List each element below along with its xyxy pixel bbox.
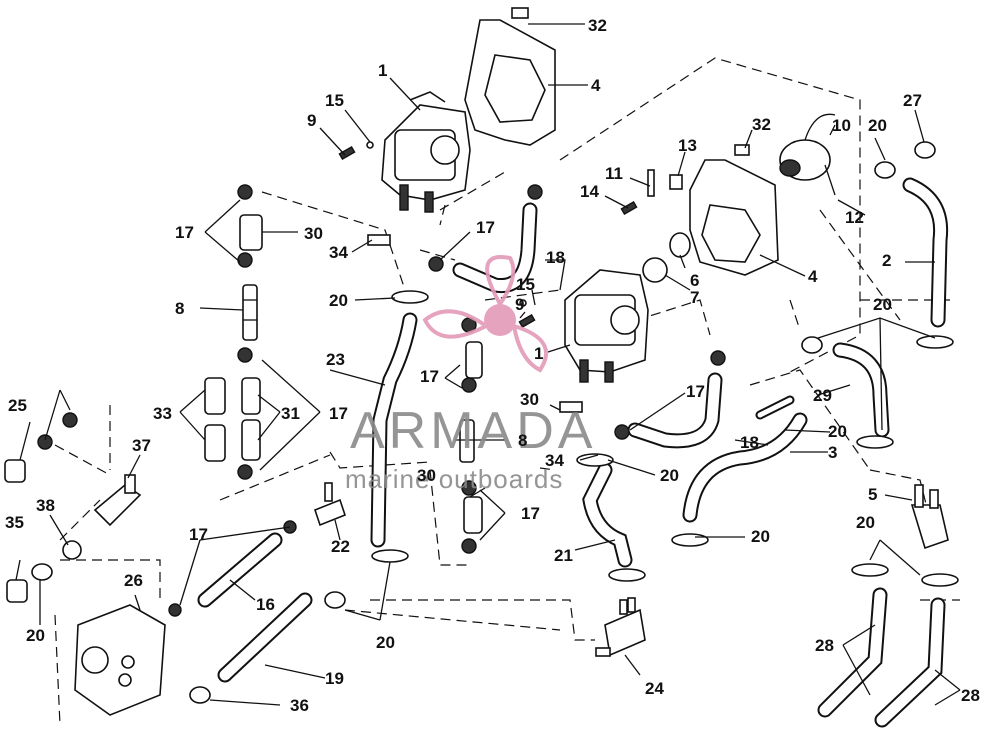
callout-36: 36 — [290, 696, 309, 715]
tee-connector-37 — [93, 474, 142, 527]
callout-26: 26 — [124, 571, 143, 590]
callout-21: 21 — [554, 546, 573, 565]
callout-18-upper: 18 — [546, 248, 565, 267]
callout-24: 24 — [645, 679, 664, 698]
filter-element-8-left — [242, 284, 258, 341]
hose-18-upper — [452, 202, 538, 294]
callout-38: 38 — [36, 496, 55, 515]
hose-28-right — [874, 597, 946, 728]
callout-20-upper-left: 20 — [329, 291, 348, 310]
callout-20-center-right: 20 — [828, 422, 847, 441]
callout-10: 10 — [832, 116, 851, 135]
callout-8-center: 8 — [518, 431, 527, 450]
hose-23 — [370, 312, 418, 548]
callout-17-b: 17 — [476, 218, 495, 237]
watermark: ARMADA marine outboards — [345, 255, 596, 494]
callout-37: 37 — [132, 436, 151, 455]
filter-element-8-center — [459, 419, 475, 463]
electric-pump-10 — [779, 113, 836, 196]
hose-20-short — [755, 395, 795, 420]
callout-30-a: 30 — [304, 224, 323, 243]
callout-28-right: 28 — [961, 686, 980, 705]
callout-1-mid: 1 — [534, 344, 543, 363]
callout-17-f: 17 — [521, 504, 540, 523]
callout-13: 13 — [678, 136, 697, 155]
callout-9-mid: 9 — [515, 295, 524, 314]
callout-17-d: 17 — [686, 382, 705, 401]
callout-22: 22 — [331, 537, 350, 556]
callout-9-top: 9 — [307, 111, 316, 130]
callout-1-top: 1 — [378, 61, 387, 80]
watermark-brand: ARMADA — [350, 402, 596, 460]
filter-bowl-26 — [74, 604, 166, 716]
hose-2 — [902, 177, 949, 328]
callout-27: 27 — [903, 91, 922, 110]
part-number-callouts: 32 4 1 15 9 10 20 27 32 13 11 14 12 17 3… — [5, 16, 980, 715]
callout-29: 29 — [813, 386, 832, 405]
hose-19 — [217, 592, 313, 683]
callout-30-c: 30 — [417, 466, 436, 485]
hose-18-lower — [627, 372, 723, 449]
callout-14: 14 — [580, 182, 599, 201]
callout-2: 2 — [882, 251, 891, 270]
callout-32-top: 32 — [588, 16, 607, 35]
hose-21 — [582, 462, 633, 568]
callout-20-mid-right: 20 — [856, 513, 875, 532]
callout-6: 6 — [690, 271, 699, 290]
tee-connector-5 — [910, 484, 949, 550]
callout-30-b: 30 — [520, 390, 539, 409]
callout-20-bottom: 20 — [376, 633, 395, 652]
callout-34-lower: 34 — [545, 451, 564, 470]
callout-3: 3 — [828, 443, 837, 462]
hose-16 — [197, 532, 283, 608]
hose-29 — [832, 342, 890, 438]
callout-20-right: 20 — [873, 295, 892, 314]
manifold-24 — [595, 597, 646, 657]
sleeves-33-31 — [204, 214, 483, 534]
callout-28-left: 28 — [815, 636, 834, 655]
callout-15-top: 15 — [325, 91, 344, 110]
tee-connector-22 — [314, 482, 346, 527]
watermark-logo-icon — [422, 255, 548, 373]
callout-19: 19 — [325, 669, 344, 688]
callout-12: 12 — [845, 208, 864, 227]
callout-15-mid: 15 — [516, 275, 535, 294]
callout-5: 5 — [868, 485, 877, 504]
callout-20-bottom-left: 20 — [26, 626, 45, 645]
callout-34-upper: 34 — [329, 243, 348, 262]
callout-25: 25 — [8, 396, 27, 415]
callout-20-pump: 20 — [868, 116, 887, 135]
bracket-upper — [464, 19, 556, 146]
callout-17-e: 17 — [329, 404, 348, 423]
callout-18-lower: 18 — [740, 433, 759, 452]
callout-16: 16 — [256, 595, 275, 614]
callout-7: 7 — [690, 288, 699, 307]
callout-35: 35 — [5, 513, 24, 532]
callout-32-mid: 32 — [752, 115, 771, 134]
fuel-pump-upper — [381, 91, 471, 213]
callout-20-bottom-center: 20 — [751, 527, 770, 546]
callout-8-left: 8 — [175, 299, 184, 318]
callout-17-a: 17 — [175, 223, 194, 242]
bracket-lower — [689, 159, 779, 276]
callout-20-center: 20 — [660, 466, 679, 485]
watermark-tagline: marine outboards — [345, 464, 563, 494]
callout-33: 33 — [153, 404, 172, 423]
fuel-pump-lower — [564, 269, 649, 383]
callout-4-top: 4 — [591, 76, 601, 95]
callout-17-c: 17 — [420, 367, 439, 386]
hoses — [197, 177, 949, 728]
callout-31: 31 — [281, 404, 300, 423]
callout-17-g: 17 — [189, 525, 208, 544]
callout-23: 23 — [326, 350, 345, 369]
hose-28-left — [817, 587, 888, 718]
hose-3 — [682, 412, 808, 523]
callout-11: 11 — [605, 164, 623, 183]
callout-4-mid: 4 — [808, 267, 818, 286]
leader-lines — [15, 23, 961, 706]
